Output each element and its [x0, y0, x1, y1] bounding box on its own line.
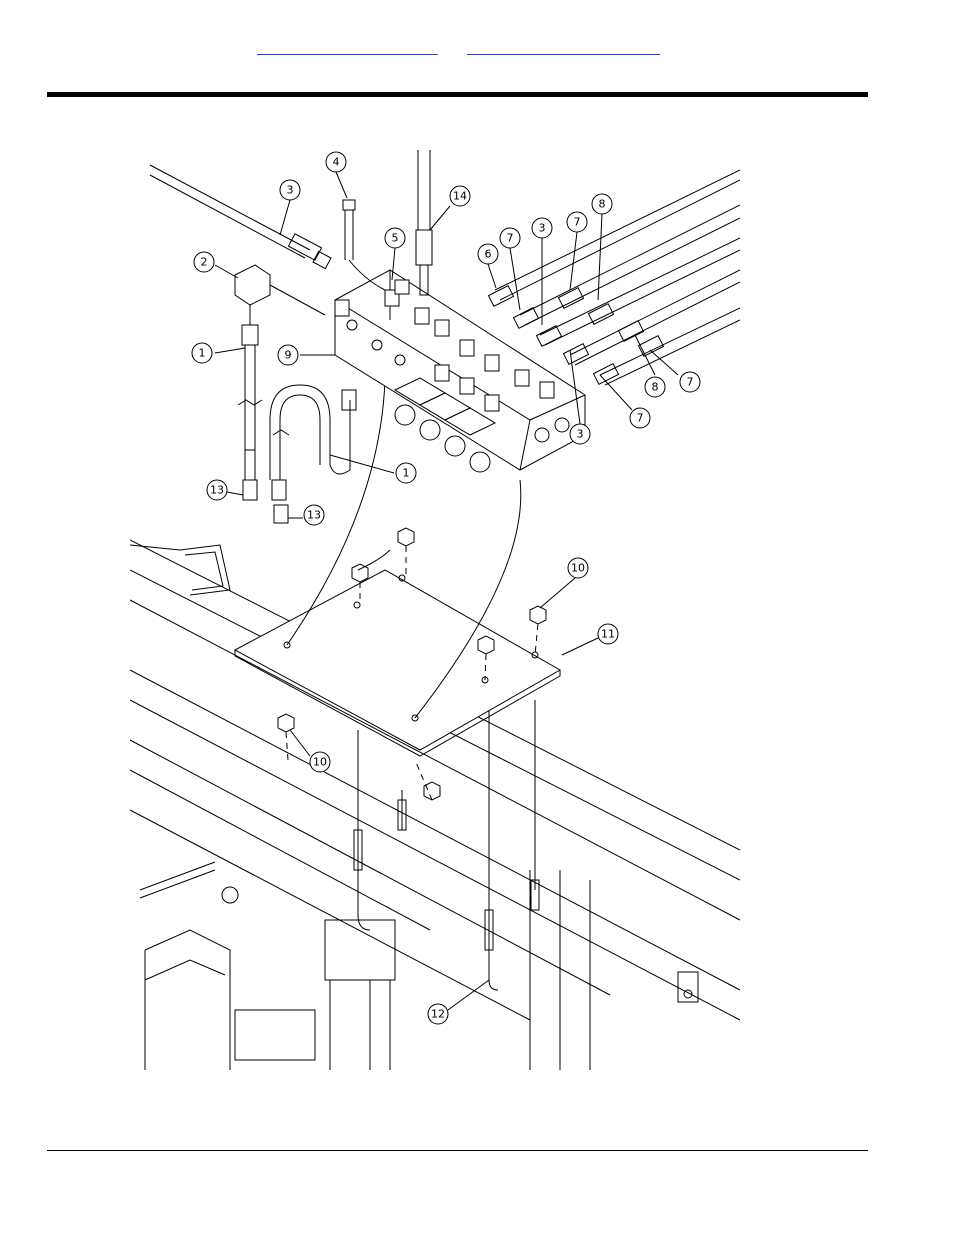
parts-diagram: 1 2 3 4 5 14 6 7 3 7 8 9 1 8 7 3 7 13 13… — [130, 150, 740, 1070]
callout-2-label: 2 — [201, 256, 208, 269]
header-link-1[interactable] — [257, 40, 438, 55]
callout-10b: 10 — [290, 730, 330, 772]
callout-8b: 8 — [635, 335, 665, 397]
callout-1a-label: 1 — [199, 347, 206, 360]
return-hose — [150, 165, 331, 269]
callout-4-label: 4 — [333, 156, 340, 169]
callout-14-label: 14 — [453, 190, 467, 203]
header-rule — [47, 92, 868, 97]
callout-3c-label: 3 — [577, 428, 584, 441]
callout-6: 6 — [478, 244, 498, 288]
callout-13b-label: 13 — [307, 509, 321, 522]
callout-9: 9 — [278, 345, 335, 365]
callout-7b: 7 — [567, 212, 587, 290]
pressure-hose — [416, 150, 432, 295]
callout-7a-label: 7 — [507, 232, 514, 245]
callout-13a-label: 13 — [210, 484, 224, 497]
callout-13b: 13 — [288, 505, 324, 525]
callout-1b: 1 — [330, 455, 416, 483]
callout-12-label: 12 — [431, 1008, 445, 1021]
callout-8a-label: 8 — [599, 198, 606, 211]
callout-3a-label: 3 — [287, 184, 294, 197]
callout-7d: 7 — [600, 375, 650, 428]
valve-block — [335, 270, 585, 472]
callout-11: 11 — [562, 624, 618, 655]
callout-3b-label: 3 — [539, 222, 546, 235]
callout-5-label: 5 — [392, 232, 399, 245]
callout-1b-label: 1 — [403, 467, 410, 480]
callout-10a-label: 10 — [571, 562, 585, 575]
callout-14: 14 — [430, 186, 470, 230]
callout-1a: 1 — [192, 343, 245, 363]
callout-3a: 3 — [280, 180, 300, 235]
callout-10b-label: 10 — [313, 756, 327, 769]
header-link-2[interactable] — [467, 40, 660, 55]
callout-8b-label: 8 — [652, 381, 659, 394]
footer-rule — [47, 1150, 868, 1151]
u-bolts — [354, 700, 539, 990]
callout-7c-label: 7 — [687, 376, 694, 389]
callout-7b-label: 7 — [574, 216, 581, 229]
callout-4: 4 — [326, 152, 347, 198]
callout-12: 12 — [428, 980, 489, 1024]
callout-2: 2 — [194, 252, 238, 278]
callout-8a: 8 — [592, 194, 612, 300]
callout-11-label: 11 — [601, 628, 615, 641]
callout-3b: 3 — [532, 218, 552, 325]
callout-10a: 10 — [540, 558, 588, 608]
callout-7d-label: 7 — [637, 412, 644, 425]
callout-9-label: 9 — [285, 349, 292, 362]
hose-bundle — [488, 170, 740, 385]
callout-6-label: 6 — [485, 248, 492, 261]
callout-13a: 13 — [207, 480, 243, 500]
